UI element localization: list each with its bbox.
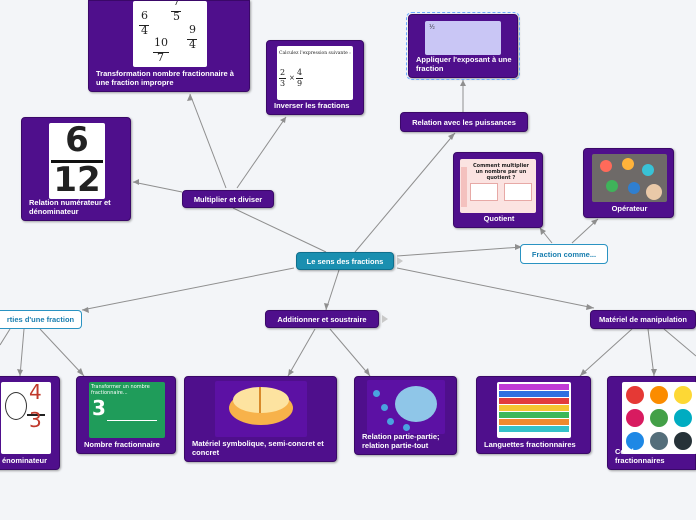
cake-image	[215, 381, 307, 437]
card-operateur[interactable]: Opérateur	[583, 148, 674, 218]
mixed-number-text: 3	[92, 396, 106, 420]
fraction-text: 7	[157, 51, 164, 64]
operateur-photo	[592, 154, 667, 202]
card-caption: Quotient	[483, 214, 515, 223]
card-caption: énominateur	[2, 456, 48, 465]
cercles-image	[622, 382, 696, 454]
fraction-text: 2	[280, 68, 286, 77]
fraction-text: 9	[189, 23, 196, 36]
card-nombre-fractionnaire[interactable]: Transformer un nombre fractionnaire... 3…	[76, 376, 176, 454]
fraction-text: 9	[297, 79, 303, 88]
nombre-fract-image: Transformer un nombre fractionnaire... 3	[89, 382, 165, 438]
central-topic[interactable]: Le sens des fractions	[296, 252, 394, 270]
card-cercles[interactable]: Cercles fractionnaires	[607, 376, 696, 470]
denominateur-image: 4 3	[1, 382, 51, 454]
card-denominateur[interactable]: 4 3 énominateur	[0, 376, 60, 470]
exponent-text: ½	[429, 24, 435, 31]
collapse-arrow-icon[interactable]	[397, 257, 403, 265]
card-caption: Opérateur	[611, 204, 648, 213]
branch-multiplier-diviser[interactable]: Multiplier et diviser	[182, 190, 274, 208]
instruction-text: Calculez l'expression suivante :	[279, 51, 351, 56]
card-languettes[interactable]: Languettes fractionnaires	[476, 376, 591, 454]
fraction-text: 4	[297, 68, 303, 77]
card-caption: Appliquer l'exposant à une fraction	[416, 55, 512, 73]
card-caption: Languettes fractionnaires	[484, 440, 576, 449]
fraction-text: 6	[141, 9, 148, 22]
denominator-text: 12	[53, 160, 101, 199]
branch-relation-puissances[interactable]: Relation avec les puissances	[400, 112, 528, 132]
card-appliquer-exposant[interactable]: ½ Appliquer l'exposant à une fraction	[406, 12, 520, 80]
big-fraction-image: 6 12	[49, 123, 105, 199]
branch-label: Fraction comme...	[531, 249, 597, 259]
card-materiel-symbolique[interactable]: Matériel symbolique, semi-concret et con…	[184, 376, 337, 462]
card-relation-partie[interactable]: Relation partie-partie; relation partie-…	[354, 376, 457, 455]
card-caption: Relation numérateur et dénominateur	[29, 198, 111, 216]
card-transformation[interactable]: 7 5 6 4 10 7 9 4 Transformation nombre f…	[88, 0, 250, 92]
numerator-text: 6	[65, 123, 89, 160]
fractions-image: 7 5 6 4 10 7 9 4	[133, 1, 207, 67]
fraction-text: 3	[280, 79, 286, 88]
fraction-text: 5	[173, 10, 180, 23]
question-text: Comment multiplier un nombre par un quot…	[472, 163, 530, 181]
branch-label: Additionner et soustraire	[277, 314, 367, 324]
expression-image: Calculez l'expression suivante : 2 3 × 4…	[277, 46, 353, 100]
fraction-drawing-text: 4	[29, 382, 42, 404]
card-inverser[interactable]: Calculez l'expression suivante : 2 3 × 4…	[266, 40, 364, 115]
operator-text: ×	[289, 74, 295, 82]
branch-materiel-manipulation[interactable]: Matériel de manipulation	[590, 310, 696, 329]
pie-image	[367, 380, 445, 434]
card-caption: Inverser les fractions	[274, 101, 350, 110]
branch-fraction-comme[interactable]: Fraction comme...	[520, 244, 608, 264]
branch-parties-fraction[interactable]: rties d'une fraction	[0, 310, 82, 329]
instruction-text: Transformer un nombre fractionnaire...	[91, 384, 150, 396]
fraction-text: 10	[154, 36, 168, 49]
branch-label: Relation avec les puissances	[412, 117, 516, 127]
card-caption: Relation partie-partie; relation partie-…	[362, 432, 440, 450]
card-caption: Transformation nombre fractionnaire à un…	[96, 69, 234, 87]
branch-label: Matériel de manipulation	[599, 315, 687, 324]
branch-additionner-soustraire[interactable]: Additionner et soustraire	[265, 310, 379, 328]
branch-label: Multiplier et diviser	[193, 194, 263, 204]
quotient-image: Comment multiplier un nombre par un quot…	[460, 159, 536, 213]
card-relation-numerateur[interactable]: 6 12 Relation numérateur et dénominateur	[21, 117, 131, 221]
card-caption: Cercles fractionnaires	[615, 447, 665, 465]
fraction-text: 4	[141, 24, 148, 37]
card-quotient[interactable]: Comment multiplier un nombre par un quot…	[453, 152, 543, 228]
central-topic-label: Le sens des fractions	[306, 256, 384, 266]
exponent-image: ½	[425, 21, 501, 55]
collapse-arrow-icon[interactable]	[382, 315, 388, 323]
card-caption: Nombre fractionnaire	[84, 440, 160, 449]
fraction-text: 4	[189, 38, 196, 51]
card-caption: Matériel symbolique, semi-concret et con…	[192, 439, 324, 457]
languettes-image	[497, 382, 571, 438]
branch-label: rties d'une fraction	[6, 315, 75, 324]
fraction-text: 7	[173, 1, 180, 8]
fraction-drawing-text: 3	[29, 408, 42, 432]
